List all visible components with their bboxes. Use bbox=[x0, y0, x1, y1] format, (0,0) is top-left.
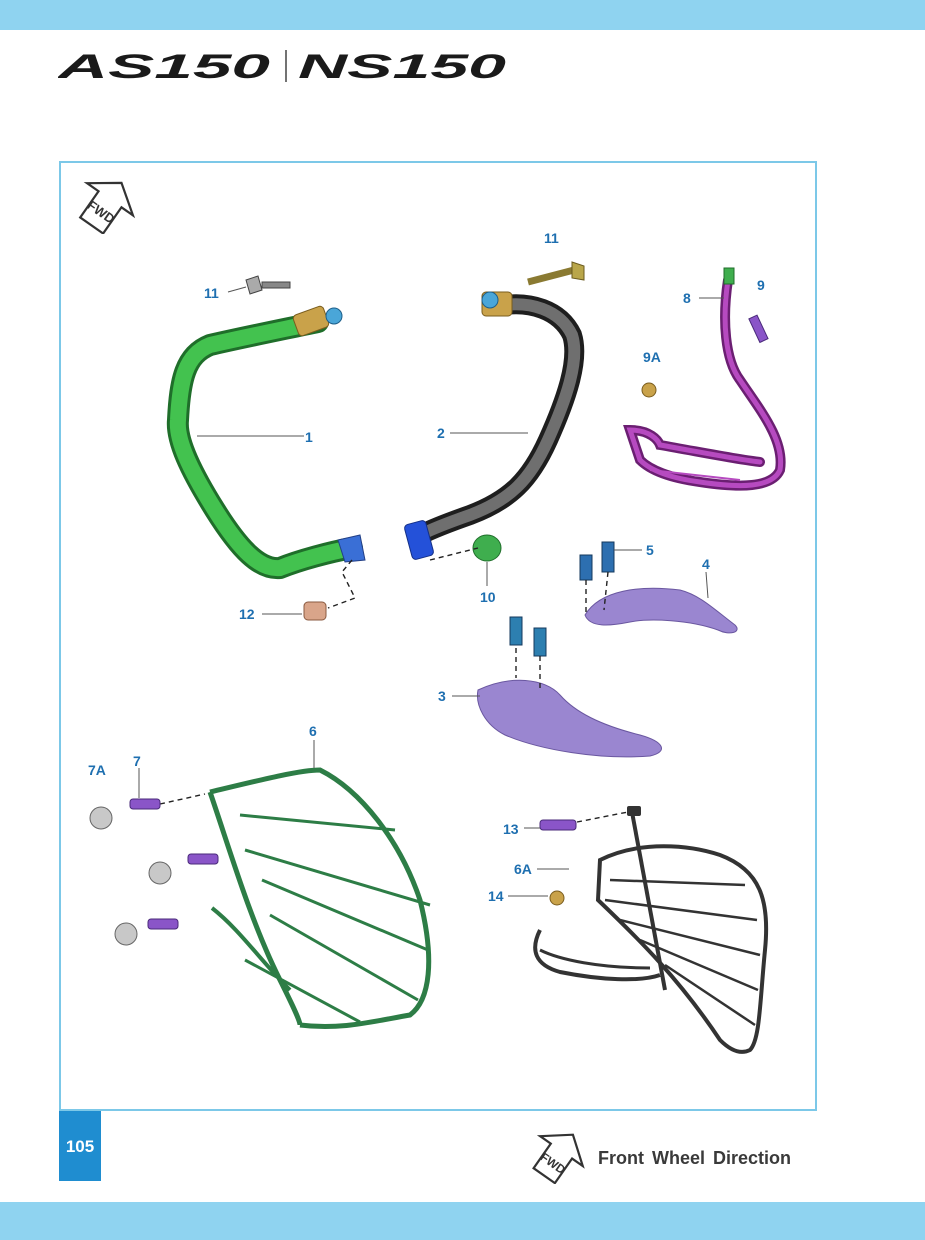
callout-7: 7 bbox=[133, 753, 141, 769]
callout-8: 8 bbox=[683, 290, 691, 306]
part-11-screw-right bbox=[527, 261, 585, 286]
part-5-bolts bbox=[509, 541, 615, 657]
fwd-legend-icon: FWD bbox=[532, 1133, 585, 1184]
callout-11-left: 11 bbox=[204, 285, 219, 301]
callout-4: 4 bbox=[702, 556, 710, 572]
callout-12: 12 bbox=[239, 606, 255, 622]
callout-10: 10 bbox=[480, 589, 496, 605]
logo-as150: AS150 bbox=[58, 48, 270, 84]
front-wheel-direction-label: Front Wheel Direction bbox=[598, 1148, 792, 1168]
part-13-bolt bbox=[539, 819, 577, 831]
fwd-arrow-icon: FWD bbox=[78, 181, 136, 234]
part-10-grommet bbox=[472, 534, 502, 562]
part-7-bolts bbox=[129, 798, 219, 930]
callout-14: 14 bbox=[488, 888, 504, 904]
callout-2: 2 bbox=[437, 425, 445, 441]
part-3-grab-handle bbox=[476, 679, 662, 758]
part-9a-nut bbox=[641, 382, 657, 398]
callout-1: 1 bbox=[305, 429, 313, 445]
part-7a-caps bbox=[89, 806, 172, 946]
part-1-crash-guard bbox=[166, 305, 366, 580]
model-logo: AS150 NS150 bbox=[58, 48, 506, 84]
part-6-leg-guard bbox=[207, 767, 432, 1030]
bottom-band bbox=[0, 1202, 925, 1240]
logo-ns150: NS150 bbox=[298, 48, 506, 84]
part-14-nut bbox=[549, 890, 565, 906]
callout-9a: 9A bbox=[643, 349, 661, 365]
callout-13: 13 bbox=[503, 821, 519, 837]
callout-6: 6 bbox=[309, 723, 317, 739]
part-2-crash-guard bbox=[404, 291, 585, 560]
callout-3: 3 bbox=[438, 688, 446, 704]
callout-9: 9 bbox=[757, 277, 765, 293]
callout-11-right: 11 bbox=[544, 230, 559, 246]
callout-7a: 7A bbox=[88, 762, 106, 778]
part-12-bolt bbox=[303, 601, 327, 621]
callout-5: 5 bbox=[646, 542, 654, 558]
top-band bbox=[0, 0, 925, 30]
page-number: 105 bbox=[59, 1111, 101, 1181]
part-9-bolt bbox=[748, 314, 769, 344]
part-4-grab-handle bbox=[584, 587, 738, 634]
part-6a-leg-guard bbox=[533, 811, 769, 1054]
callout-6a: 6A bbox=[514, 861, 532, 877]
diagram-frame bbox=[59, 161, 817, 1111]
part-11-screw-left bbox=[245, 275, 291, 295]
part-8-bracket bbox=[623, 267, 786, 491]
